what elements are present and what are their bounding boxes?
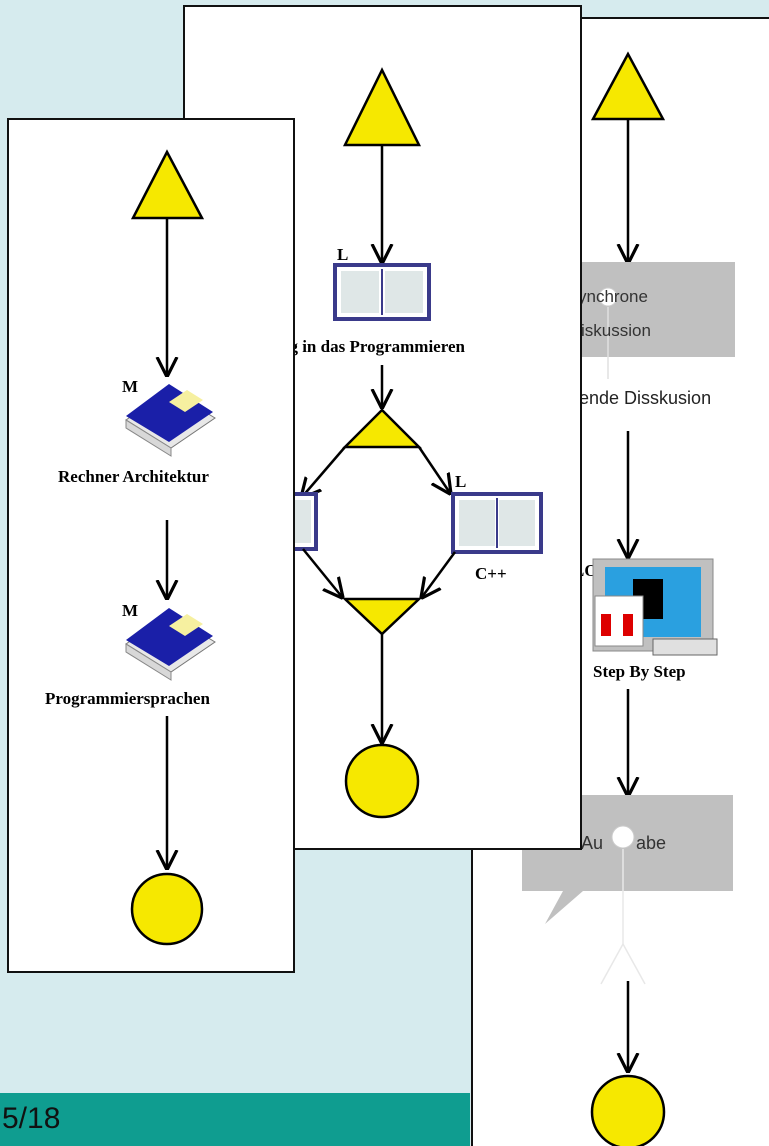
lesson-tag: L xyxy=(337,245,348,264)
lov-label: Step By Step xyxy=(593,662,686,681)
end-circle-icon xyxy=(590,1074,666,1146)
discussion-label-1: ynchrone xyxy=(578,287,648,306)
module-label: Rechner Architektur xyxy=(58,467,209,486)
start-triangle-icon xyxy=(342,67,422,147)
person-icon xyxy=(598,287,618,307)
join-triangle-icon xyxy=(341,597,423,636)
start-triangle-icon xyxy=(130,149,205,220)
discussion-caption: ende Disskusion xyxy=(579,388,711,408)
panel-left: M Rechner Architektur M Programmiersprac… xyxy=(7,118,295,973)
book-icon xyxy=(125,608,216,681)
person-icon xyxy=(611,825,635,849)
start-triangle-icon xyxy=(590,51,666,121)
panel-left-diagram: M Rechner Architektur M Programmiersprac… xyxy=(45,149,216,946)
lesson-tag: L xyxy=(455,472,466,491)
computer-icon xyxy=(592,558,718,656)
end-circle-icon xyxy=(344,743,420,819)
module-tag: M xyxy=(122,601,138,620)
module-tag: M xyxy=(122,377,138,396)
fork-triangle-icon xyxy=(341,408,423,449)
document-icon xyxy=(451,492,543,554)
document-icon xyxy=(333,263,431,321)
module-label: Programmiersprachen xyxy=(45,689,210,708)
end-circle-icon xyxy=(130,872,204,946)
page-number: 5/18 xyxy=(2,1102,61,1135)
footer-bar xyxy=(0,1093,470,1146)
lesson-label: ng in das Programmieren xyxy=(280,337,465,356)
discussion-label-2: iskussion xyxy=(581,321,651,340)
book-icon xyxy=(125,384,216,457)
task-label-left: Au xyxy=(581,833,603,853)
task-label-right: abe xyxy=(636,833,666,853)
lesson-label: C++ xyxy=(475,564,507,583)
